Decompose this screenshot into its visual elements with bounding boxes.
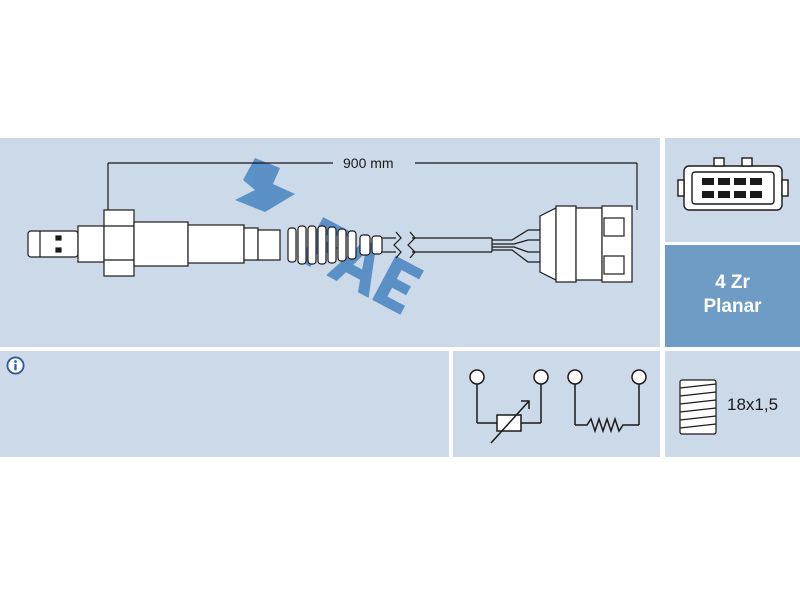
element-type-line1: 4 Zr <box>715 272 750 293</box>
thread-icon <box>679 379 717 435</box>
info-panel <box>0 351 449 457</box>
info-icon <box>6 356 25 375</box>
element-type-line2: Planar <box>703 296 762 317</box>
thread-panel: 18x1,5 <box>665 351 800 457</box>
connector-icon <box>677 157 789 211</box>
element-type-panel: 4 Zr Planar <box>665 245 800 347</box>
sensor-drawing <box>27 162 638 283</box>
circuit-symbol <box>469 369 647 444</box>
cable-length-label: 900 mm <box>343 155 394 171</box>
thread-size-label: 18x1,5 <box>727 395 779 414</box>
circuit-panel <box>453 351 660 457</box>
